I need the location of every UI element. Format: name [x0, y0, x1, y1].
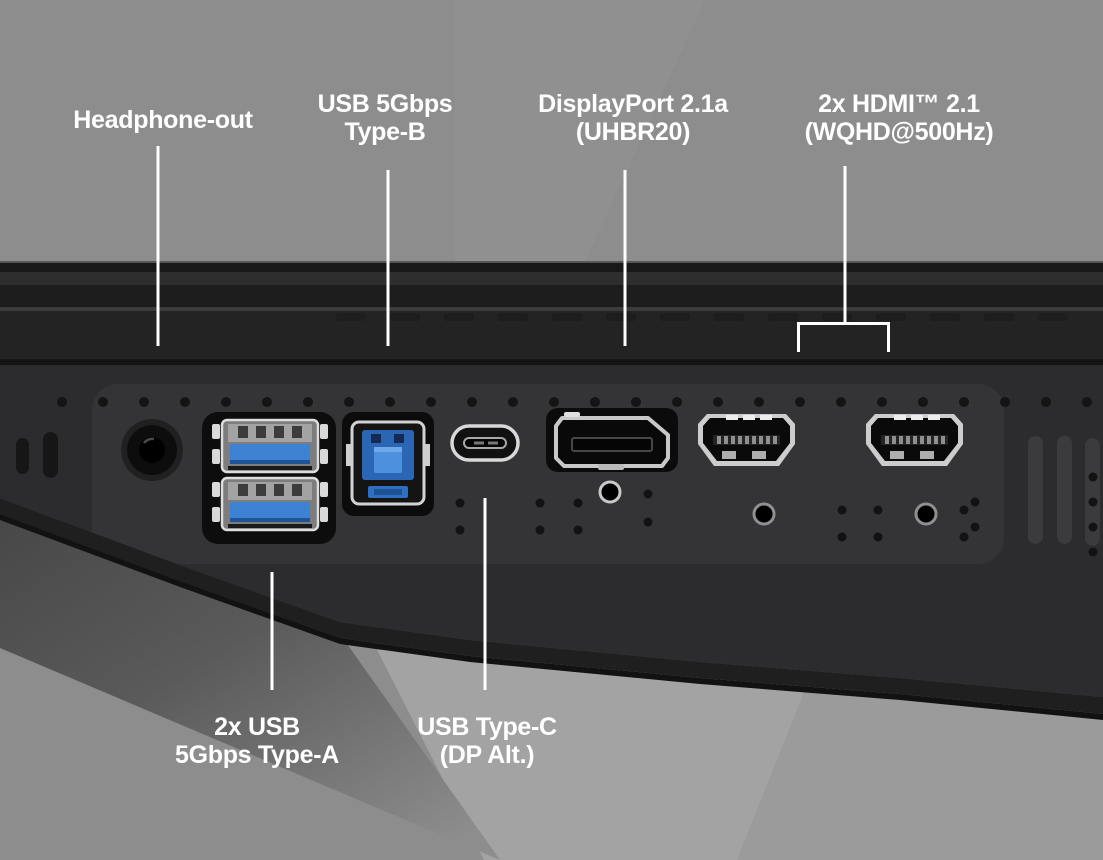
vent-slot-2	[1057, 436, 1072, 544]
label-usb-a-line1: 2x USB	[214, 713, 300, 741]
vent-slot-1	[1028, 436, 1043, 544]
label-usb-b-line2: Type-B	[344, 118, 426, 146]
label-usb-c-line1: USB Type-C	[417, 713, 557, 741]
callout-line-usb-c	[483, 498, 487, 690]
screw-hole	[752, 502, 776, 526]
label-hdmi: 2x HDMI™ 2.1 (WQHD@500Hz)	[805, 90, 994, 146]
bezel-band-1	[0, 263, 1103, 272]
bezel-band-5	[0, 359, 1103, 365]
background-facet-top	[455, 0, 705, 262]
label-usb-b-line1: USB 5Gbps	[317, 90, 453, 118]
label-usb-c-line2: (DP Alt.)	[439, 741, 535, 769]
bezel-vent-slits	[336, 313, 1068, 321]
bezel-band-2	[0, 272, 1103, 285]
monitor-under-shadow	[0, 510, 500, 860]
displayport-icon	[546, 408, 678, 472]
label-headphone-out-text: Headphone-out	[73, 106, 253, 134]
monitor-top-edge-highlight	[0, 261, 1103, 263]
vent-slot-3	[1085, 438, 1100, 546]
lock-slot-1	[16, 438, 29, 474]
usb-c-port-icon	[450, 424, 520, 462]
label-displayport-line1: DisplayPort 2.1a	[538, 90, 728, 118]
callout-line-usb-a	[270, 572, 274, 690]
callout-line-displayport	[623, 170, 627, 346]
background-facet-bottom-bright	[372, 640, 810, 860]
usb-a-port-1-icon	[212, 418, 328, 474]
label-headphone-out: Headphone-out	[73, 106, 253, 134]
label-usb-b: USB 5Gbps Type-B	[318, 90, 453, 146]
headphone-jack-icon	[121, 419, 183, 481]
label-usb-a-line2: 5Gbps Type-A	[174, 741, 340, 769]
bezel-band-3	[0, 285, 1103, 307]
label-displayport-line2: (UHBR20)	[575, 118, 691, 146]
callout-bracket-hdmi	[797, 322, 890, 352]
callout-line-headphone	[156, 146, 160, 346]
bezel-band-4	[0, 311, 1103, 359]
label-usb-c: USB Type-C (DP Alt.)	[417, 713, 557, 769]
label-hdmi-line1: 2x HDMI™ 2.1	[818, 90, 980, 118]
monitor-bottom-rim	[0, 498, 1103, 714]
callout-line-usb-b	[386, 170, 390, 346]
vent-dot-row	[57, 397, 1092, 407]
vent-dot-pairs	[455, 472, 1098, 557]
label-displayport: DisplayPort 2.1a (UHBR20)	[538, 90, 728, 146]
screw-hole	[914, 502, 938, 526]
usb-a-ports-icon	[202, 412, 336, 544]
label-usb-a: 2x USB 5Gbps Type-A	[175, 713, 339, 769]
background-facet-bottom-right	[737, 678, 1103, 860]
lock-slot-2	[43, 432, 58, 478]
bezel-band-highlight	[0, 307, 1103, 311]
screw-hole	[598, 480, 622, 504]
usb-a-port-2-icon	[212, 476, 328, 532]
hdmi-port-2-icon	[866, 414, 963, 466]
label-hdmi-line2: (WQHD@500Hz)	[804, 118, 994, 146]
hdmi-port-1-icon	[698, 414, 795, 466]
usb-b-port-icon	[342, 412, 434, 516]
callout-line-hdmi-stem	[843, 166, 847, 324]
